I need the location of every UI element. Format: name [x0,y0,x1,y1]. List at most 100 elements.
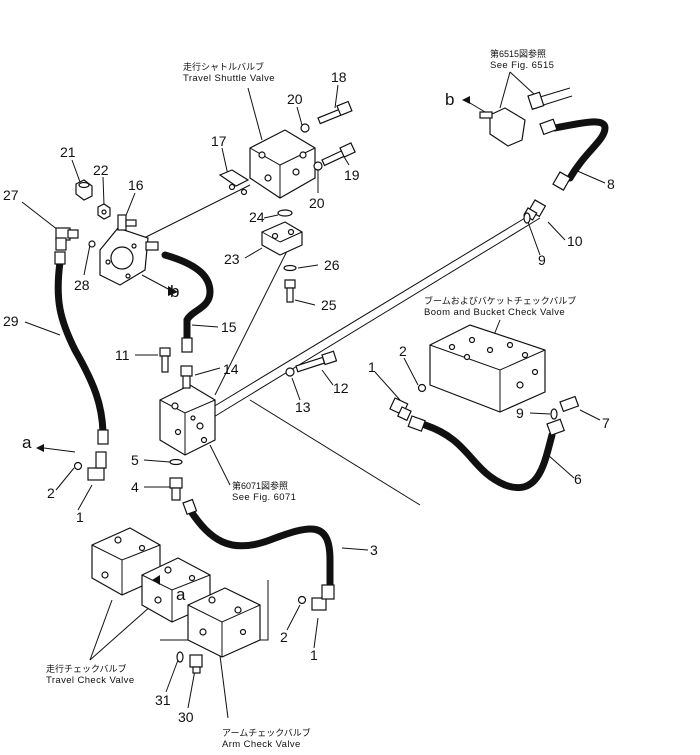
callout-9b: 9 [516,405,524,421]
callout-29: 29 [3,313,19,329]
bolt-18 [317,100,353,125]
see-6071-label-en: See Fig. 6071 [232,492,296,503]
hose-8-end-top [539,118,558,136]
callout-20b: 20 [309,195,325,211]
o-ring-24 [277,209,293,217]
callout-20a: 20 [287,91,303,107]
callout-30: 30 [178,709,194,725]
callout-12: 12 [333,380,349,396]
component-labels: 走行シャトルバルブ Travel Shuttle Valve 第6515図参照 … [46,48,576,750]
callout-23: 23 [224,251,240,267]
callout-2b: 2 [399,343,407,359]
travel-check-label-en: Travel Check Valve [46,675,135,686]
callout-28: 28 [74,277,90,293]
callout-10: 10 [567,233,583,249]
guide-lines [139,184,421,641]
reference-letters: a a b b [22,90,454,604]
see-6515-label-jp: 第6515図参照 [490,48,546,59]
o-ring-26 [283,264,297,272]
arm-check-valve [187,587,261,658]
arm-check-label-jp: アームチェックバルブ [222,727,311,738]
letter-b-mid: b [170,282,179,301]
gasket-17 [218,169,250,196]
travel-shuttle-label-en: Travel Shuttle Valve [183,73,275,84]
hose-15-end [181,337,193,353]
bolt-19 [321,142,356,167]
callout-1b: 1 [368,359,376,375]
plug-30 [189,654,203,674]
o-ring-31 [176,651,184,663]
o-ring-2b [417,383,427,393]
leader-lines [21,71,606,719]
washer-20b [313,161,323,171]
block-23 [261,221,303,256]
callout-2c: 2 [280,629,288,645]
callout-19: 19 [344,167,360,183]
callout-16: 16 [128,177,144,193]
callout-2a: 2 [47,485,55,501]
plug-25 [284,279,296,303]
callout-13: 13 [295,399,311,415]
boom-bucket-label-en: Boom and Bucket Check Valve [424,307,565,318]
callout-18: 18 [331,69,347,85]
arrow-a-left [36,444,44,452]
callout-17: 17 [211,133,227,149]
callout-4: 4 [131,479,139,495]
callout-25: 25 [321,297,337,313]
arrow-b-top [462,96,470,104]
valve-6515 [479,87,573,147]
letter-b-top: b [445,90,454,109]
o-ring-2a [73,461,83,471]
valve-block-6071 [159,384,216,456]
callout-6: 6 [574,471,582,487]
callout-11: 11 [115,347,130,363]
see-6071-label-jp: 第6071図参照 [232,480,288,491]
o-ring-2c [297,595,307,605]
hose-3 [186,506,334,589]
washer-13 [285,367,295,377]
o-ring-5 [169,458,183,466]
boom-bucket-check-valve [429,324,546,413]
o-ring-9a [523,212,531,224]
elbow-1a [87,451,107,481]
callout-5: 5 [131,452,139,468]
distributor-16 [99,214,159,286]
hose-3-end-top [182,498,198,516]
callout-22: 22 [93,162,109,178]
elbow-7 [546,395,580,437]
hose-8-end-bottom [552,171,572,191]
pipe-main [207,211,541,419]
callout-7: 7 [602,415,610,431]
arm-check-label-en: Arm Check Valve [222,739,301,750]
hose-6 [421,421,556,491]
fitting-4 [169,477,183,501]
plug-11 [159,347,171,373]
hose-29 [54,258,107,436]
see-6515-label-en: See Fig. 6515 [490,60,554,71]
callout-31: 31 [155,692,171,708]
letter-a-left: a [22,433,32,452]
cap-21 [75,179,93,201]
arrow-b-right [168,286,178,296]
letter-a-mid: a [176,585,186,604]
hose-8 [551,118,609,182]
hose-29-end-bottom [97,429,109,445]
callout-24: 24 [249,209,265,225]
callout-21: 21 [60,144,76,160]
hose-29-end-top [54,251,66,265]
callout-numbers: 21 22 16 27 28 29 17 18 20 19 20 24 23 2… [3,69,615,725]
callout-27: 27 [3,187,19,203]
travel-shuttle-label-jp: 走行シャトルバルブ [183,61,264,72]
boom-bucket-label-jp: ブームおよびバケットチェックバルブ [424,295,576,306]
arrow-a-mid [152,575,160,585]
o-ring-9b [550,408,558,420]
o-ring-28 [88,240,96,248]
washer-20a [300,123,310,133]
callout-1c: 1 [310,647,318,663]
fitting-22 [97,203,111,220]
callout-14: 14 [223,361,239,377]
elbow-27 [55,227,79,251]
elbow-1c [311,584,335,611]
callout-1a: 1 [76,509,84,525]
